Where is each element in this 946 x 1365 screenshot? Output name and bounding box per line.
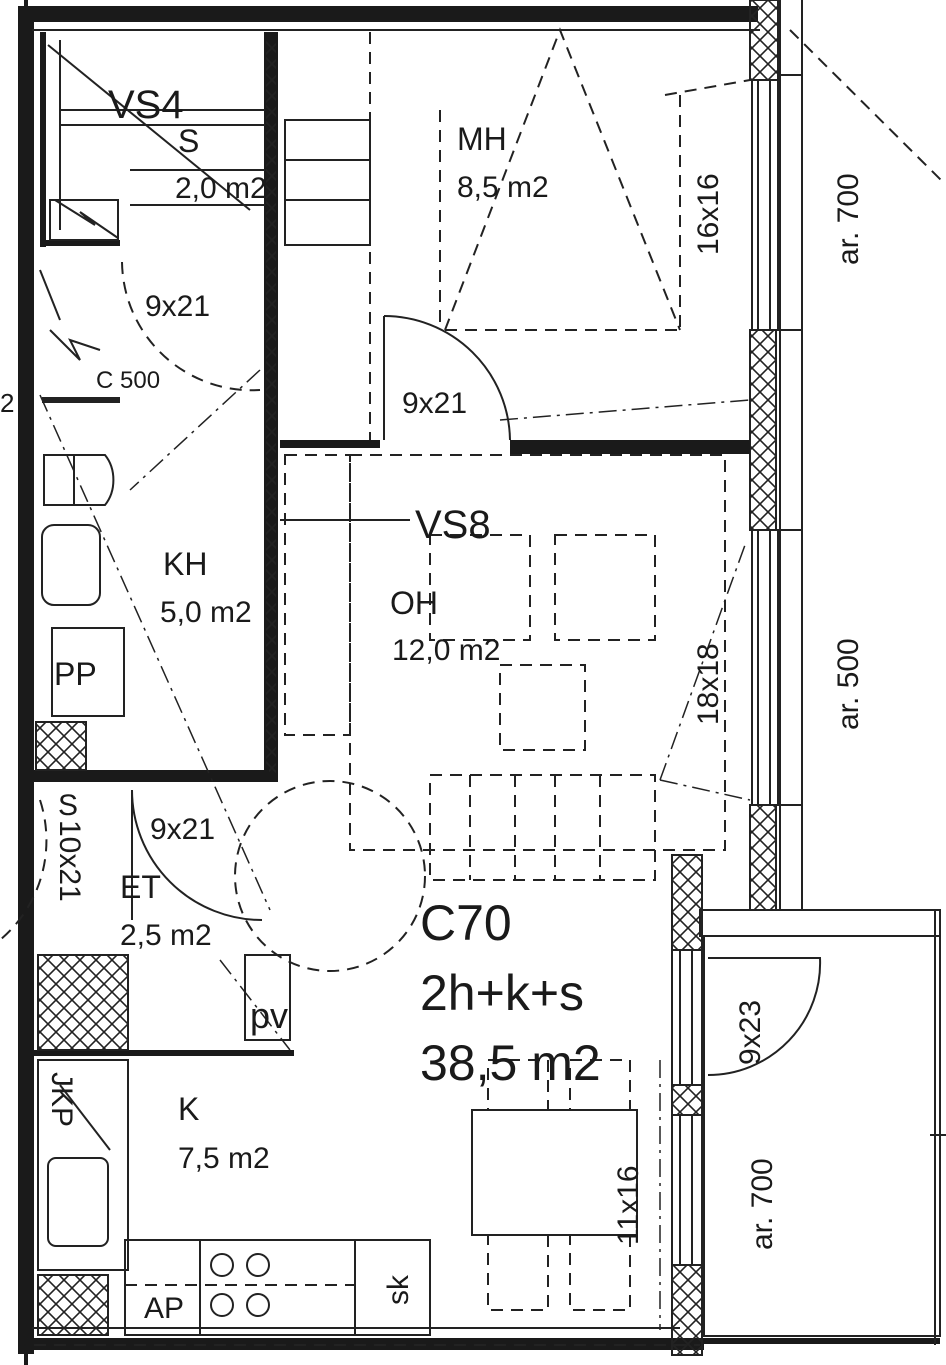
tag-mark-left: 2	[0, 388, 14, 418]
door-swings	[0, 261, 511, 972]
living-furniture	[284, 454, 726, 881]
room-label-k: K 7,5 m2	[178, 1091, 270, 1175]
interior-walls	[34, 32, 750, 1336]
tag-jkp: JKP	[45, 1072, 78, 1127]
room-label-s: S 2,0 m2	[175, 123, 267, 205]
facade-top-label: ar. 700	[832, 173, 865, 265]
tag-sk: sk	[382, 1274, 415, 1305]
door-mh-size: 9x21	[402, 387, 467, 420]
door-balcony-size: 9x23	[734, 1000, 767, 1065]
room-code: K	[178, 1091, 199, 1127]
room-area: 5,0 m2	[160, 596, 252, 629]
tag-pp: PP	[54, 656, 97, 692]
room-label-et: ET 2,5 m2	[120, 869, 212, 952]
room-area: 2,5 m2	[120, 919, 212, 952]
tag-s-et: S	[58, 789, 78, 822]
bathroom-fixtures	[39, 269, 125, 717]
tag-vs4: VS4	[108, 83, 184, 127]
room-area: 7,5 m2	[178, 1142, 270, 1175]
tag-ap: AP	[144, 1292, 184, 1325]
east-facade	[749, 0, 946, 911]
storage-shelves	[47, 40, 265, 241]
room-label-oh: OH 12,0 m2	[390, 585, 500, 667]
tag-pv: pv	[250, 995, 288, 1036]
room-code: S	[178, 123, 199, 159]
apartment-type: 2h+k+s	[420, 965, 584, 1021]
facade-labels: ar. 700 ar. 500 ar. 700	[746, 173, 865, 1250]
room-label-mh: MH 8,5 m2	[457, 121, 549, 204]
door-kh-size: 9x21	[145, 290, 210, 323]
door-entry-size: 10x21	[53, 820, 86, 902]
dining-furniture	[471, 1059, 638, 1311]
room-code: OH	[390, 585, 438, 621]
room-code: KH	[163, 546, 207, 582]
facade-balcony-label: ar. 700	[746, 1158, 779, 1250]
room-code: MH	[457, 121, 507, 157]
apartment-area: 38,5 m2	[420, 1035, 601, 1091]
kitchen-fixtures	[37, 954, 431, 1336]
balcony	[671, 854, 946, 1356]
wardrobe-mh	[284, 27, 751, 440]
door-labels: 9x21 9x21 9x21 10x21 9x23	[53, 290, 767, 1065]
door-et-size: 9x21	[150, 813, 215, 846]
apartment-id: C70	[420, 895, 512, 951]
tag-c500: C 500	[96, 367, 160, 394]
window-mh-size: 16x16	[692, 173, 725, 255]
room-area: 8,5 m2	[457, 171, 549, 204]
sight-lines	[39, 369, 751, 1330]
room-area: 12,0 m2	[392, 634, 500, 667]
tag-vs8: VS8	[415, 503, 491, 547]
room-label-kh: KH 5,0 m2	[160, 546, 252, 629]
window-labels: 16x16 18x18 11x16	[612, 173, 725, 1245]
window-oh-size: 18x18	[692, 643, 725, 725]
room-area: 2,0 m2	[175, 172, 267, 205]
apartment-summary: C70 2h+k+s 38,5 m2	[420, 895, 601, 1091]
window-k-size: 11x16	[612, 1165, 645, 1245]
fixture-tags: VS4 VS8 PP pv S C 500 2 AP JKP sk	[0, 83, 491, 1325]
room-code: ET	[120, 869, 161, 905]
outer-walls	[18, 0, 940, 1365]
facade-mid-label: ar. 500	[832, 638, 865, 730]
